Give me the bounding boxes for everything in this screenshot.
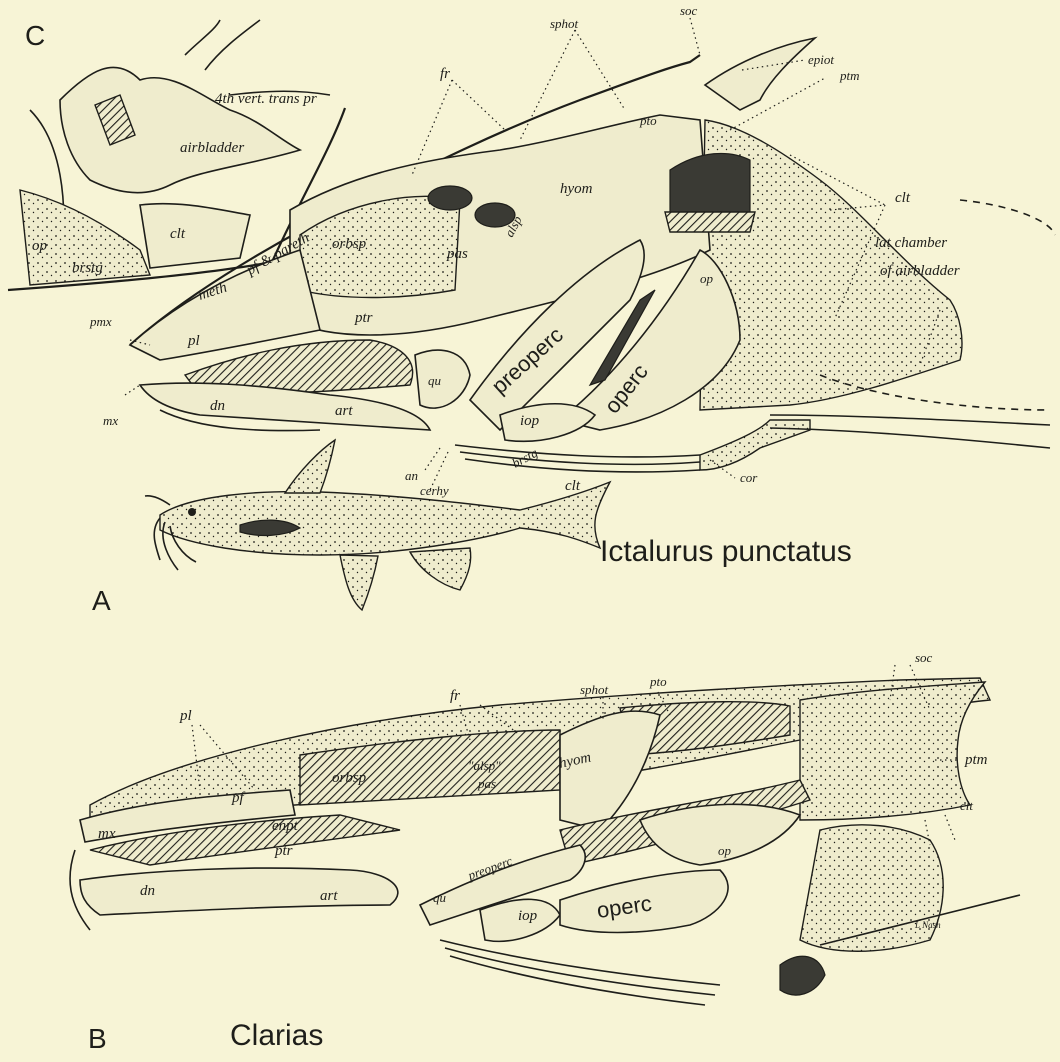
species-ictalurus: Ictalurus punctatus <box>600 535 852 568</box>
label-b-fr: fr <box>450 688 460 704</box>
label-b-clt: clt <box>960 798 973 813</box>
panel-a-coracoid <box>700 420 810 470</box>
label-a-ptr: ptr <box>354 310 373 326</box>
panel-c-transverse-process-lines <box>185 20 330 95</box>
label-a-dn: dn <box>210 398 225 414</box>
label-b-qu: qu <box>433 890 447 905</box>
panel-b-posterior-shield <box>800 682 985 820</box>
label-a-pmx: pmx <box>89 314 112 329</box>
label-b-pf: pf <box>231 790 246 806</box>
panel-a-sphot-leader <box>520 30 625 140</box>
panel-a-letter: A <box>92 585 111 616</box>
label-a-op: op <box>700 271 714 286</box>
ictalurus-eye <box>188 508 196 516</box>
label-b-mx: mx <box>98 826 116 842</box>
label-a-mx: mx <box>103 413 118 428</box>
label-c-vert-trans-pr: 4th vert. trans pr <box>215 91 317 107</box>
label-b-ptm: ptm <box>964 752 988 768</box>
panel-a-interopercle <box>500 404 595 442</box>
label-a-epiot: epiot <box>808 52 834 67</box>
label-a-clt-top: clt <box>895 190 911 206</box>
label-b-iop: iop <box>518 908 538 924</box>
label-a-pto: pto <box>639 113 657 128</box>
label-c-brstg: brstg <box>72 260 103 276</box>
label-b-pl: pl <box>179 708 192 724</box>
label-a-hyom: hyom <box>560 181 593 197</box>
panel-c-airbladder-shape <box>60 67 300 192</box>
panel-a-quadrate <box>415 350 470 408</box>
label-b-pto: pto <box>649 674 667 689</box>
label-a-of-airbladder: of airbladder <box>880 263 960 279</box>
panel-b-letter: B <box>88 1023 107 1054</box>
panel-b-branchiostegals <box>440 940 720 1005</box>
label-b-orbsp: orbsp <box>332 770 367 786</box>
label-a-clt-bottom: clt <box>565 478 581 494</box>
label-a-iop: iop <box>520 413 540 429</box>
label-a-lat-chamber: lat chamber <box>875 235 947 251</box>
label-b-op: op <box>718 843 732 858</box>
label-b-alsp: "alsp" <box>468 758 501 773</box>
panel-b-drawing <box>70 665 1020 1005</box>
panel-c-letter: C <box>25 20 45 51</box>
panel-a-hatched-strip <box>665 212 755 232</box>
label-a-orbsp: orbsp <box>332 236 367 252</box>
label-a-pl: pl <box>187 333 200 349</box>
panel-a-pectoral-spine <box>770 415 1050 448</box>
label-b-ptr: ptr <box>274 843 293 859</box>
panel-a-foramen-1 <box>428 186 472 210</box>
panel-a-dark-fossa <box>670 153 750 215</box>
label-c-airbladder: airbladder <box>180 140 244 156</box>
label-a-pas: pas <box>446 246 468 262</box>
label-a-an: an <box>405 468 418 483</box>
label-b-dn: dn <box>140 883 155 899</box>
label-b-enpt: enpt <box>272 818 299 834</box>
panel-b-clt-leader <box>925 815 955 845</box>
panel-a-epiotic-spine <box>705 38 815 110</box>
panel-b-dark-fossa <box>780 956 825 995</box>
label-b-sphot: sphot <box>580 682 609 697</box>
ictalurus-dorsal-fin <box>285 440 335 493</box>
label-b-signature: L Nash <box>914 920 941 930</box>
panel-a-airbladder-outline-upper <box>960 200 1055 235</box>
label-a-ptm: ptm <box>839 68 860 83</box>
ictalurus-anal-fin <box>410 548 471 590</box>
panel-a-soc-leader <box>690 18 700 55</box>
panel-a-branchiostegals <box>455 445 700 472</box>
species-clarias: Clarias <box>230 1019 323 1052</box>
label-c-clt: clt <box>170 226 186 242</box>
label-c-op: op <box>32 238 48 254</box>
panel-a-dentary <box>140 383 430 430</box>
panel-c-cleithrum <box>140 204 250 268</box>
label-a-art: art <box>335 403 353 419</box>
label-a-fr: fr <box>440 66 450 82</box>
label-b-soc: soc <box>915 650 933 665</box>
ictalurus-nasal-barbel <box>145 496 170 505</box>
label-b-art: art <box>320 888 338 904</box>
ictalurus-fish-sketch <box>145 440 610 610</box>
label-a-soc: soc <box>680 3 698 18</box>
label-b-pas: pas <box>477 776 496 791</box>
label-a-qu: qu <box>428 373 442 388</box>
ictalurus-pelvic-fin <box>340 555 378 610</box>
label-a-cerhy: cerhy <box>420 483 449 498</box>
panel-b-dentary <box>80 868 398 915</box>
ictalurus-body <box>160 482 610 555</box>
label-a-sphot: sphot <box>550 16 579 31</box>
label-a-cor: cor <box>740 470 758 485</box>
